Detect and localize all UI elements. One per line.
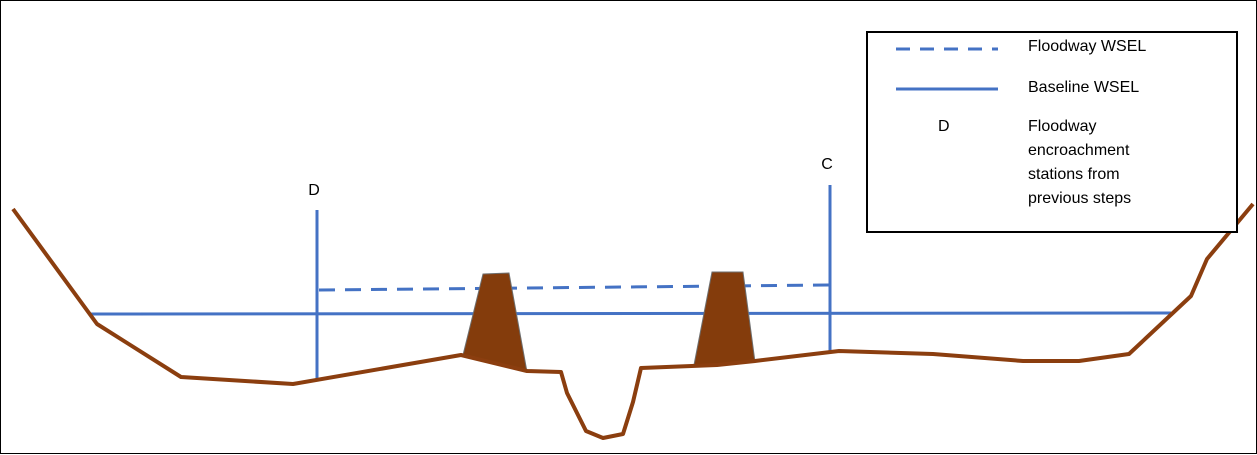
legend-station-letter: D [938,118,950,135]
baseline-wsel-line [90,311,1172,316]
legend-encroachment-line2: encroachment [1028,142,1130,159]
legend-floodway-label: Floodway WSEL [1028,38,1147,55]
floodway-wsel-line [318,283,832,292]
ground-profile [11,202,1255,440]
legend-symbols [896,47,998,91]
legend: Floodway WSEL Baseline WSEL D Floodway e… [866,31,1238,233]
station-d-label: D [308,182,320,199]
legend-baseline-label: Baseline WSEL [1028,79,1140,96]
legend-encroachment-line3: stations from [1028,166,1120,183]
legend-encroachment-line1: Floodway [1028,118,1097,135]
legend-encroachment-line4: previous steps [1028,190,1132,207]
station-c-label: C [821,156,833,173]
